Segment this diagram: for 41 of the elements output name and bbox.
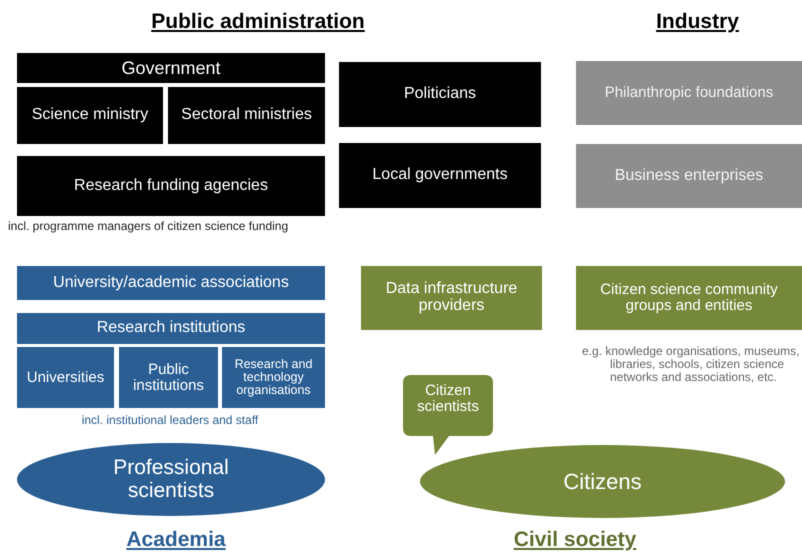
node-label: Citizen science community groups and entities xyxy=(599,282,779,314)
node-label: Universities xyxy=(26,370,104,386)
category-box xyxy=(17,156,325,216)
node-label: Sectoral ministries xyxy=(181,107,312,124)
node-label: Business enterprises xyxy=(614,168,764,184)
category-box xyxy=(576,61,802,125)
node-label: Data infrastructure providers xyxy=(384,281,518,315)
node-label: Research and technology organisations xyxy=(234,358,314,398)
category-box xyxy=(17,87,163,144)
node-label: Citizens xyxy=(563,470,642,494)
category-box xyxy=(339,62,541,127)
category-box xyxy=(17,266,325,300)
node-label: Government xyxy=(121,58,221,78)
node-label: Politicians xyxy=(404,86,476,103)
section-heading: Industry xyxy=(655,10,740,34)
note-text: incl. programme managers of citizen science funding xyxy=(8,220,290,234)
category-box xyxy=(17,347,114,408)
category-box xyxy=(576,144,802,208)
node-label: Research funding agencies xyxy=(74,178,268,194)
speech-bubble xyxy=(403,375,493,455)
node-label: Citizen scientists xyxy=(416,383,480,414)
node-label: Science ministry xyxy=(32,107,148,124)
note-text: incl. institutional leaders and staff xyxy=(80,414,260,428)
node-label: Public institutions xyxy=(132,362,205,394)
category-box xyxy=(576,266,802,330)
node-label: Philanthropic foundations xyxy=(604,85,774,101)
section-heading: Civil society xyxy=(512,528,638,552)
node-label: Local governments xyxy=(372,167,508,184)
category-box xyxy=(17,53,325,83)
section-heading: Public administration xyxy=(150,10,366,34)
section-heading: Academia xyxy=(125,528,227,552)
node-label: Research institutions xyxy=(96,320,246,337)
category-box xyxy=(361,266,542,330)
note-text: e.g. knowledge organisations, museums, libraries, schools, citizen science networks and associations, etc. xyxy=(582,345,800,385)
category-box xyxy=(119,347,218,408)
node-label: University/academic associations xyxy=(53,274,289,292)
category-box xyxy=(222,347,325,408)
category-box xyxy=(17,313,325,344)
node-label: Professional scientists xyxy=(112,457,230,502)
category-box xyxy=(168,87,325,144)
category-box xyxy=(339,143,541,208)
